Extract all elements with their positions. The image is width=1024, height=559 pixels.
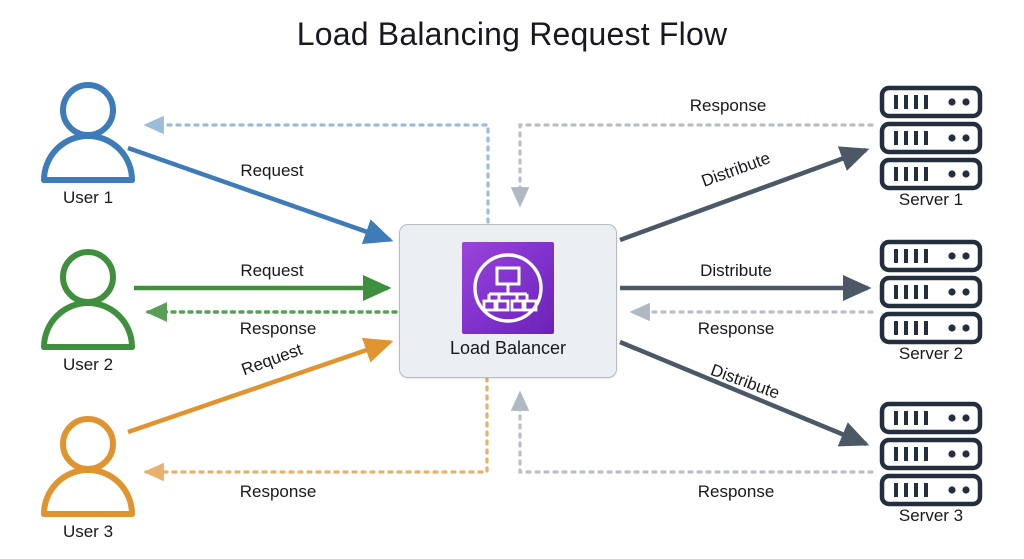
server-label-server2: Server 2	[898, 344, 964, 363]
server-rack-icon-server2[interactable]	[879, 239, 983, 345]
edge-label-u1-request: Request	[240, 161, 304, 180]
edge-s3-response	[510, 390, 874, 474]
user-label-user2: User 2	[62, 355, 114, 374]
edge-label-s1-response: Response	[689, 96, 767, 115]
edge-label-u2-request: Request	[240, 261, 304, 280]
user-icon-user1[interactable]	[41, 82, 135, 183]
load-balancer-icon	[462, 242, 554, 334]
edge-u1-response	[143, 115, 490, 224]
edge-label-s2-response: Response	[697, 319, 775, 338]
server-label-server1: Server 1	[898, 190, 964, 209]
server-label-server3: Server 3	[898, 506, 964, 525]
edge-label-s3-response: Response	[697, 482, 775, 501]
edge-label-u2-response: Response	[239, 319, 317, 338]
page-title: Load Balancing Request Flow	[296, 16, 728, 52]
user-label-user3: User 3	[62, 522, 114, 541]
load-balancer-node[interactable]: Load Balancer	[399, 224, 617, 378]
edge-u3-request	[127, 337, 394, 435]
user-label-user1: User 1	[62, 188, 114, 207]
user-icon-user3[interactable]	[41, 416, 135, 517]
edge-s3-distribute	[619, 339, 870, 447]
edge-s1-response	[510, 123, 874, 208]
edge-label-u3-response: Response	[239, 482, 317, 501]
edge-s1-distribute	[619, 146, 870, 243]
load-balancer-label: Load Balancer	[449, 338, 567, 358]
user-icon-user2[interactable]	[41, 249, 135, 350]
server-rack-icon-server3[interactable]	[879, 401, 983, 507]
edge-label-s2-distribute: Distribute	[700, 261, 772, 280]
edge-u3-response	[143, 376, 489, 482]
server-rack-icon-server1[interactable]	[879, 85, 983, 191]
edge-u1-request	[127, 145, 394, 244]
